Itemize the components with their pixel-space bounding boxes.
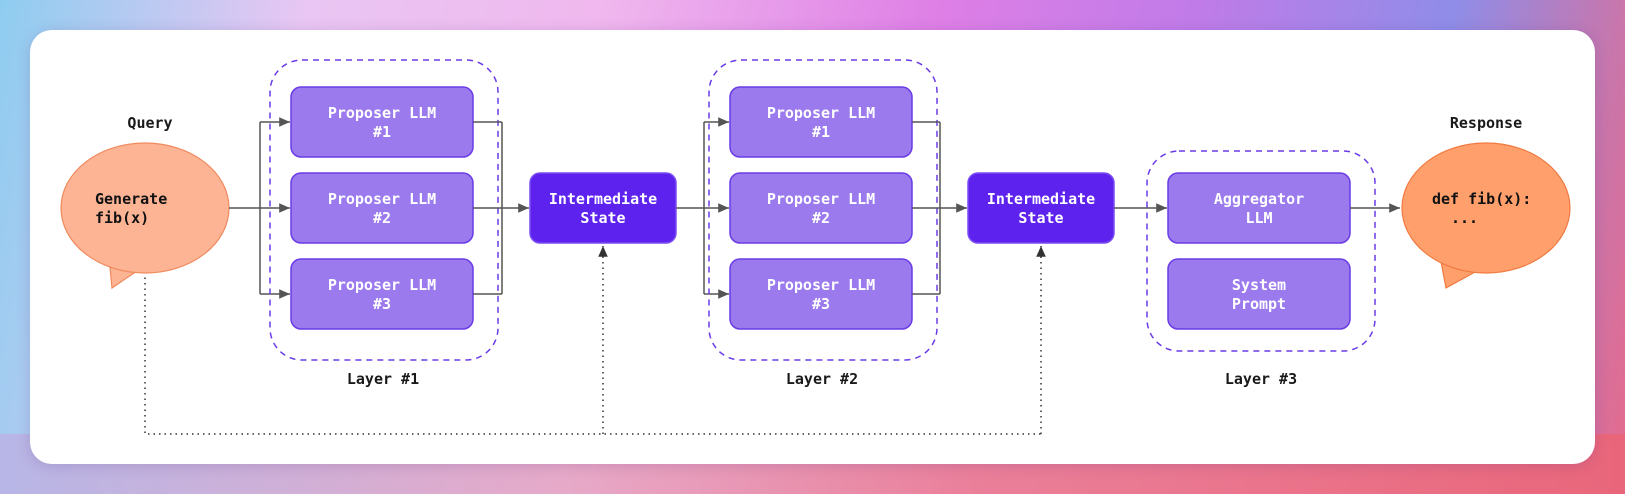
svg-text:Prompt: Prompt: [1232, 295, 1286, 313]
svg-text:Proposer LLM: Proposer LLM: [767, 276, 875, 294]
query-to-layer1-wires: [229, 117, 290, 299]
svg-text:Proposer LLM: Proposer LLM: [328, 104, 436, 122]
aggregator-llm: Aggregator LLM: [1167, 172, 1351, 244]
intermediate-state-1: Intermediate State: [529, 172, 677, 244]
state1-to-layer2-wires: [676, 117, 729, 299]
layer-2-label: Layer #2: [786, 370, 858, 388]
response-bubble-body: [1401, 142, 1571, 274]
svg-text:#1: #1: [373, 123, 391, 141]
layer-1-proposer-2: Proposer LLM #2: [290, 172, 474, 244]
svg-text:State: State: [580, 209, 625, 227]
layer-1-proposer-1: Proposer LLM #1: [290, 86, 474, 158]
layer2-to-state2-wires: [912, 121, 967, 295]
response-text-line1: def fib(x):: [1432, 190, 1531, 208]
response-label: Response: [1450, 114, 1522, 132]
layer-1-frame: [269, 59, 499, 361]
query-text-line1: Generate: [95, 190, 167, 208]
layer-2-proposer-1: Proposer LLM #1: [729, 86, 913, 158]
layer-3-frame: [1146, 150, 1376, 352]
layer-2: Proposer LLM #1 Proposer LLM #2 Proposer…: [708, 59, 938, 361]
layer-2-proposer-3: Proposer LLM #3: [729, 258, 913, 330]
response-bubble: def fib(x): ...: [1401, 142, 1571, 289]
layer-2-proposer-2: Proposer LLM #2: [729, 172, 913, 244]
svg-text:State: State: [1018, 209, 1063, 227]
query-text-line2: fib(x): [95, 209, 149, 227]
svg-text:Intermediate: Intermediate: [987, 190, 1095, 208]
intermediate-state-2: Intermediate State: [967, 172, 1115, 244]
layer1-to-state1-wires: [473, 121, 529, 295]
response-text-line2: ...: [1451, 209, 1478, 227]
layer-2-frame: [708, 59, 938, 361]
context-dotted-lines: [144, 246, 1046, 435]
svg-text:Aggregator: Aggregator: [1214, 190, 1304, 208]
svg-text:Proposer LLM: Proposer LLM: [328, 276, 436, 294]
svg-text:#2: #2: [373, 209, 391, 227]
layer-1: Proposer LLM #1 Proposer LLM #2 Proposer…: [269, 59, 499, 361]
svg-text:Intermediate: Intermediate: [549, 190, 657, 208]
layer-1-proposer-3: Proposer LLM #3: [290, 258, 474, 330]
svg-text:#1: #1: [812, 123, 830, 141]
query-label: Query: [127, 114, 172, 132]
layer-3: Aggregator LLM System Prompt: [1146, 150, 1376, 352]
svg-text:Proposer LLM: Proposer LLM: [767, 190, 875, 208]
layer-1-label: Layer #1: [347, 370, 419, 388]
svg-text:#3: #3: [373, 295, 391, 313]
svg-text:System: System: [1232, 276, 1286, 294]
query-bubble: Generate fib(x): [60, 142, 230, 290]
svg-text:Proposer LLM: Proposer LLM: [767, 104, 875, 122]
svg-text:LLM: LLM: [1245, 209, 1272, 227]
svg-text:Proposer LLM: Proposer LLM: [328, 190, 436, 208]
layer-3-label: Layer #3: [1225, 370, 1297, 388]
svg-text:#3: #3: [812, 295, 830, 313]
svg-text:#2: #2: [812, 209, 830, 227]
system-prompt: System Prompt: [1167, 258, 1351, 330]
query-bubble-body: [60, 142, 230, 274]
